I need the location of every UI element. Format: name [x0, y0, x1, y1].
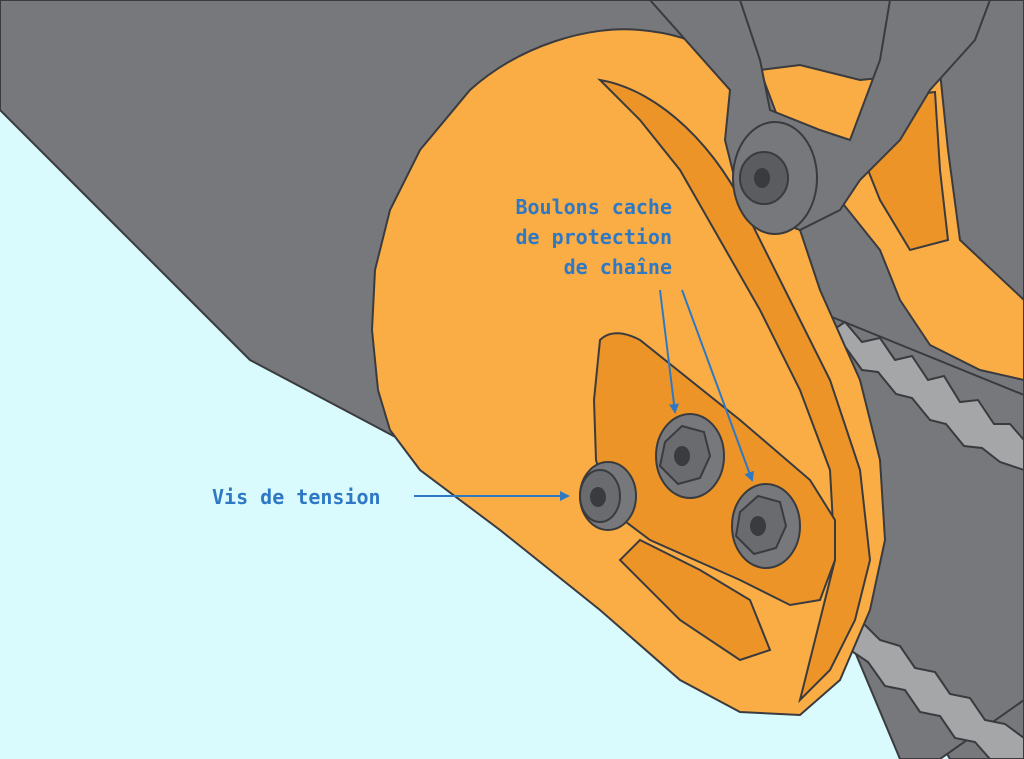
- tension-screw: [579, 461, 637, 531]
- bolts-label-line-1: Boulons cache: [515, 195, 672, 219]
- saw-chain: [798, 318, 1024, 472]
- saw-chain-lower: [848, 618, 1024, 759]
- bolts-label-line-3: de chaîne: [563, 255, 672, 279]
- pivot-bolt: [732, 121, 818, 235]
- bolts-label-line-2: de protection: [515, 225, 672, 249]
- bolts-label: Boulons cache de protection de chaîne: [515, 192, 672, 282]
- bolts-arrow-2: [681, 289, 754, 482]
- cover-bolt-2: [731, 483, 801, 569]
- cover-bolt-1: [655, 413, 725, 499]
- cover-slot: [618, 538, 772, 662]
- tension-screw-label: Vis de tension: [212, 485, 381, 509]
- bolts-arrow-1: [659, 289, 679, 414]
